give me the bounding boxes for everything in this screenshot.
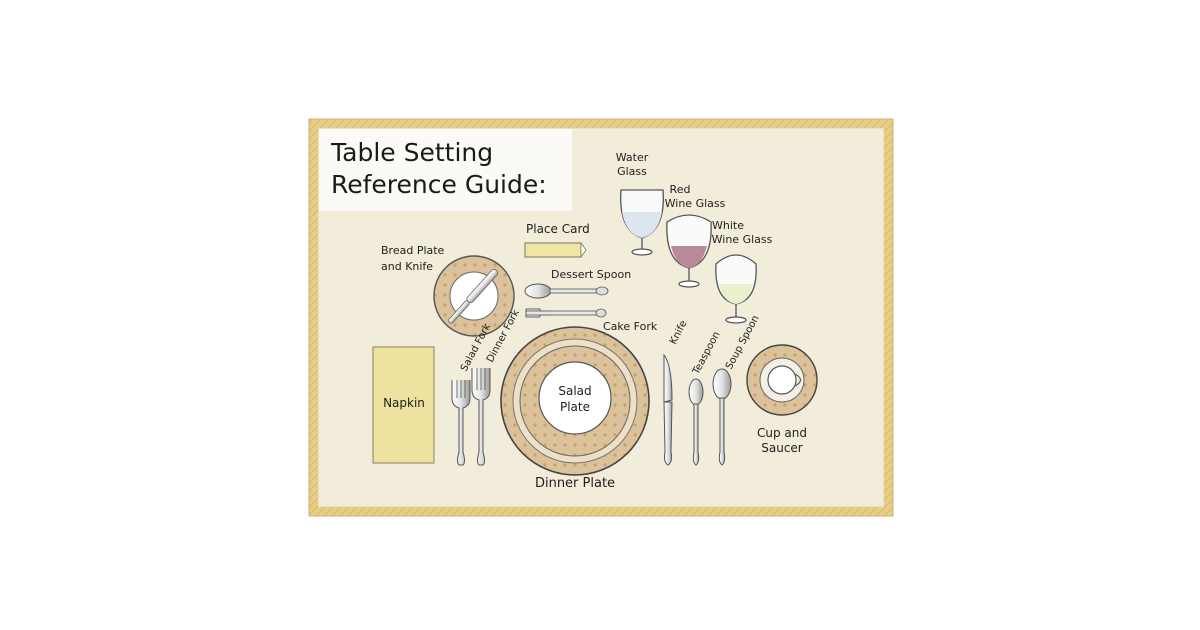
place-card-label: Place Card [526,222,590,236]
cup-and-saucer-icon [746,344,818,416]
soup-spoon-icon [712,368,732,466]
salad-plate-label-1: Salad [558,384,591,398]
knife-icon [663,353,673,466]
salad-plate-label-2: Plate [560,400,590,414]
cup-saucer-label-2: Saucer [761,441,803,455]
dinner-plate-label: Dinner Plate [535,476,615,491]
red-wine-glass-icon [666,214,712,288]
red-wine-label-1: Red [670,183,691,196]
dinner-fork-icon [471,368,491,466]
white-wine-label-1: White [712,219,744,232]
title-line-2: Reference Guide: [331,170,547,199]
title-box: Table Setting Reference Guide: [319,129,572,211]
salad-fork-icon [451,380,471,466]
dessert-spoon-label: Dessert Spoon [551,268,631,281]
bread-plate-label-1: Bread Plate [381,244,445,257]
napkin-label: Napkin [383,396,425,410]
title-line-1: Table Setting [330,138,493,167]
salad-plate-icon [538,361,612,435]
water-glass-icon [620,189,664,256]
bread-plate-icon [433,255,515,337]
cake-fork-icon [525,308,607,318]
white-wine-glass-icon [715,254,757,324]
teaspoon-icon [688,378,704,466]
dessert-spoon-icon [524,283,609,299]
bread-plate-label-2: and Knife [381,260,433,273]
water-glass-label-1: Water [616,151,649,164]
water-glass-label-2: Glass [617,165,647,178]
place-card-icon [524,241,587,259]
cup-saucer-label-1: Cup and [757,426,807,440]
napkin-icon [372,346,435,464]
cake-fork-label: Cake Fork [603,320,658,333]
white-wine-label-2: Wine Glass [712,233,773,246]
red-wine-label-2: Wine Glass [665,197,726,210]
